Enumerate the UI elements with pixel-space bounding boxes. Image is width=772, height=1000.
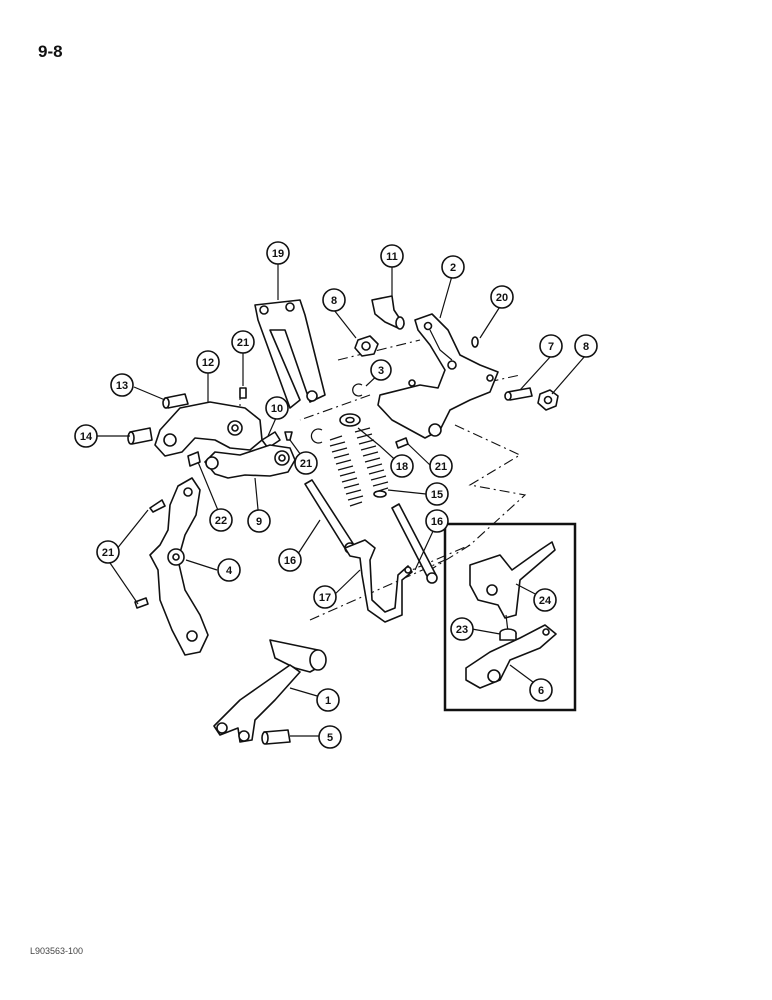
- callout-12: 12: [196, 350, 220, 374]
- svg-text:23: 23: [456, 624, 468, 636]
- svg-text:14: 14: [80, 431, 93, 443]
- part-19-link: [254, 299, 326, 409]
- svg-text:21: 21: [300, 458, 312, 470]
- callout-6: 6: [529, 678, 553, 702]
- svg-text:13: 13: [116, 380, 128, 392]
- svg-text:17: 17: [319, 592, 331, 604]
- callout-20: 20: [490, 285, 514, 309]
- svg-text:3: 3: [378, 365, 384, 377]
- callout-1: 1: [316, 688, 340, 712]
- callouts: 19 11 2 20 8 7 8 21 12 3 13 10 14 21 18 …: [74, 241, 598, 749]
- svg-text:4: 4: [226, 565, 233, 577]
- callout-17: 17: [313, 585, 337, 609]
- callout-24: 24: [533, 588, 557, 612]
- part-3-snap-ring: [352, 383, 363, 397]
- svg-text:22: 22: [215, 515, 227, 527]
- callout-14: 14: [74, 424, 98, 448]
- part-5-pin: [261, 729, 291, 745]
- callout-4: 4: [217, 558, 241, 582]
- inset-box: [443, 522, 577, 712]
- part-20-clip: [471, 336, 479, 348]
- svg-text:10: 10: [271, 403, 283, 415]
- part-4-lever: [149, 477, 209, 656]
- svg-text:15: 15: [431, 489, 443, 501]
- part-17-u-bracket: [344, 539, 413, 623]
- svg-text:20: 20: [496, 292, 508, 304]
- part-15-springs: [329, 427, 389, 507]
- callout-19: 19: [266, 241, 290, 265]
- callout-21a: 21: [231, 330, 255, 354]
- callout-8b: 8: [574, 334, 598, 358]
- svg-text:16: 16: [284, 555, 296, 567]
- callout-13: 13: [110, 373, 134, 397]
- leader-lines: [95, 264, 586, 737]
- svg-text:21: 21: [237, 337, 249, 349]
- part-9-lever: [204, 444, 296, 479]
- part-14-pin: [127, 427, 153, 445]
- svg-text:24: 24: [539, 595, 552, 607]
- ring-washer: [310, 428, 323, 444]
- part-16-rod-right: [391, 503, 438, 584]
- svg-text:1: 1: [325, 695, 331, 707]
- part-18-washer: [339, 413, 361, 427]
- svg-text:6: 6: [538, 685, 544, 697]
- svg-text:19: 19: [272, 248, 284, 260]
- callout-2: 2: [441, 255, 465, 279]
- figure-code: L903563-100: [30, 946, 84, 956]
- spring-right: [354, 427, 389, 493]
- part-8-nut-upper: [354, 335, 379, 357]
- callout-22: 22: [209, 508, 233, 532]
- svg-text:18: 18: [396, 461, 408, 473]
- part-23-bushing: [499, 628, 517, 641]
- callout-8a: 8: [322, 288, 346, 312]
- part-22-bolt: [187, 451, 201, 467]
- callout-18: 18: [390, 454, 414, 478]
- part-11-pin: [371, 295, 405, 330]
- callout-7: 7: [539, 334, 563, 358]
- part-2-bracket: [377, 313, 499, 439]
- part-10-pin: [261, 431, 281, 449]
- callout-21c: 21: [429, 454, 453, 478]
- part-7-pin: [504, 387, 533, 401]
- callout-3: 3: [370, 359, 392, 381]
- part-16-rod-left: [304, 479, 356, 554]
- callout-15: 15: [425, 482, 449, 506]
- svg-text:21: 21: [102, 547, 114, 559]
- svg-text:11: 11: [386, 251, 398, 263]
- part-1-arm: [213, 639, 327, 743]
- svg-text:21: 21: [435, 461, 447, 473]
- callout-21b: 21: [294, 451, 318, 475]
- svg-text:5: 5: [327, 732, 333, 744]
- callout-10: 10: [265, 396, 289, 420]
- page-number: 9-8: [38, 42, 63, 61]
- svg-text:8: 8: [583, 341, 589, 353]
- callout-11: 11: [380, 244, 404, 268]
- callout-21d: 21: [96, 540, 120, 564]
- callout-16b: 16: [425, 509, 449, 533]
- svg-text:2: 2: [450, 262, 456, 274]
- part-8-nut-right: [537, 389, 559, 411]
- callout-9: 9: [247, 509, 271, 533]
- part-24-bracket: [469, 541, 556, 633]
- part-6-lever: [465, 624, 557, 689]
- part-13-pin: [162, 393, 189, 409]
- svg-text:8: 8: [331, 295, 337, 307]
- part-12-arm: [154, 401, 263, 457]
- svg-text:7: 7: [548, 341, 554, 353]
- svg-text:9: 9: [256, 516, 262, 528]
- svg-text:16: 16: [431, 516, 443, 528]
- callout-23: 23: [450, 617, 474, 641]
- callout-5: 5: [318, 725, 342, 749]
- svg-text:12: 12: [202, 357, 214, 369]
- callout-16a: 16: [278, 548, 302, 572]
- spring-left: [329, 435, 364, 507]
